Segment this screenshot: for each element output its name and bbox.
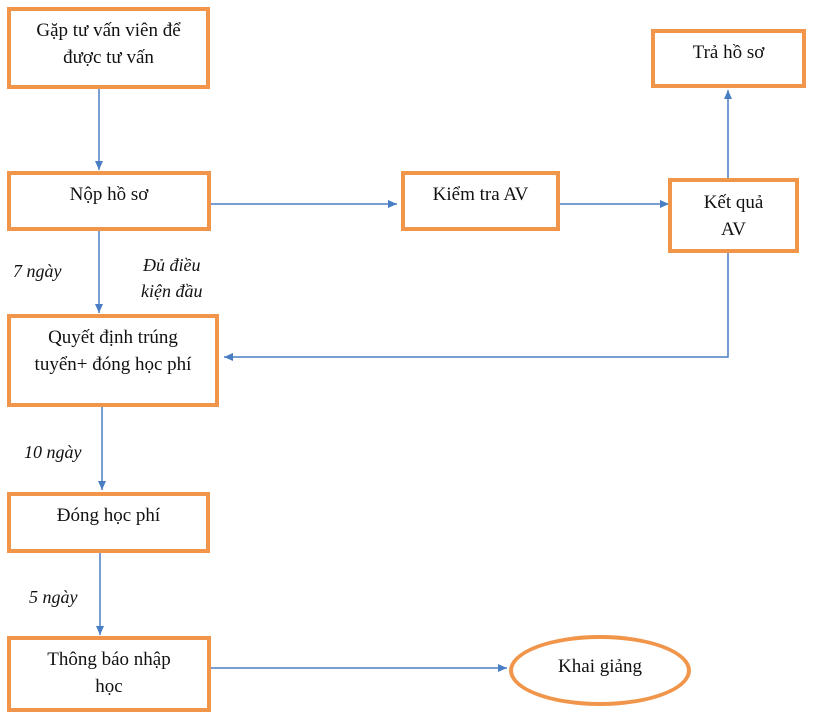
edge-label-qualified-line-2: kiện đầu <box>141 281 203 301</box>
node-english-test-line-1: Kiểm tra AV <box>432 184 529 205</box>
node-consult-line-1: Gặp tư vấn viên để <box>36 20 181 41</box>
node-enroll-notice: Thông báo nhập học <box>7 636 211 712</box>
edge-label-seven-days: 7 ngày <box>13 261 62 281</box>
node-submit: Nộp hồ sơ <box>7 171 211 231</box>
node-admission: Quyết định trúng tuyển+ đóng học phí <box>7 314 219 407</box>
node-admission-line-1: Quyết định trúng <box>48 327 178 348</box>
edge-label-ten-days: 10 ngày <box>24 442 82 462</box>
node-english-result-line-1: Kết quả <box>703 191 764 213</box>
node-consult: Gặp tư vấn viên để được tư vấn <box>7 7 210 89</box>
node-submit-line-1: Nộp hồ sơ <box>69 184 149 205</box>
node-english-result: Kết quả AV <box>668 178 799 253</box>
edge-label-five-days: 5 ngày <box>29 587 78 607</box>
node-consult-line-2: được tư vấn <box>63 47 154 68</box>
node-enroll-notice-line-1: Thông báo nhập <box>47 649 171 670</box>
node-pay-fee-line-1: Đóng học phí <box>56 505 161 526</box>
node-opening: Khai giảng <box>509 635 691 706</box>
node-pay-fee: Đóng học phí <box>7 492 210 553</box>
edge-label-qualified-line-1: Đủ điều <box>142 255 201 275</box>
node-return-docs-line-1: Trả hồ sơ <box>692 42 765 63</box>
node-english-test: Kiểm tra AV <box>401 171 560 231</box>
edge-label-qualified: Đủ điều kiện đầu <box>141 252 202 304</box>
node-opening-line-1: Khai giảng <box>558 655 642 677</box>
node-english-result-line-2: AV <box>721 218 746 240</box>
node-return-docs: Trả hồ sơ <box>651 29 806 88</box>
node-admission-line-2: tuyển+ đóng học phí <box>34 354 192 375</box>
node-enroll-notice-line-2: học <box>95 676 123 697</box>
arrow-result-to-admission <box>224 253 729 361</box>
